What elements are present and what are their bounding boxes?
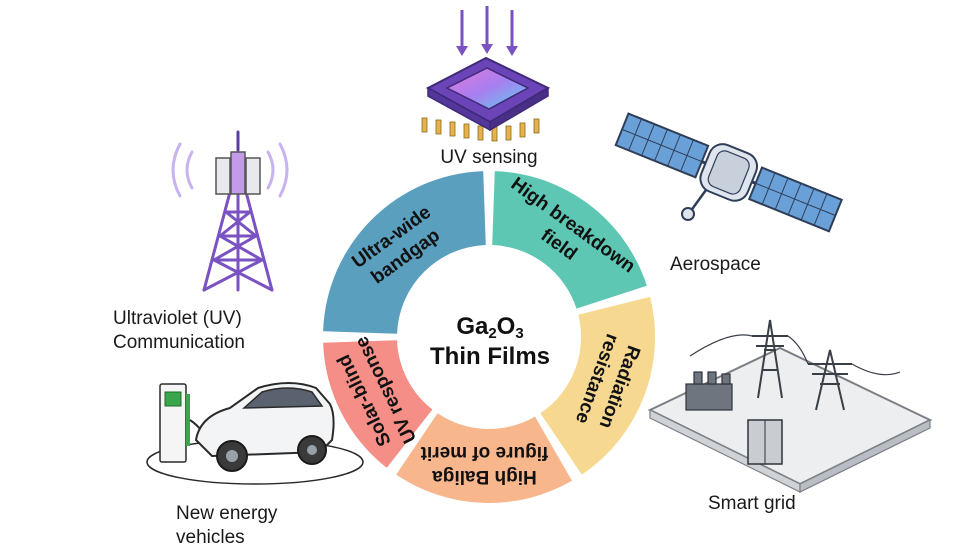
electric-car-icon bbox=[146, 382, 364, 485]
new-energy-vehicles-label-line2: vehicles bbox=[176, 527, 245, 547]
uv-chip-icon bbox=[421, 6, 551, 142]
uv-tower-icon bbox=[171, 130, 289, 292]
formula-mid: O bbox=[496, 313, 516, 340]
uv-sensing-label: UV sensing bbox=[440, 147, 537, 168]
ring-segment-solar-blind-uv-response bbox=[323, 340, 433, 468]
ring-segment-radiation-resistance bbox=[540, 296, 655, 475]
new-energy-vehicles-label-line1: New energy bbox=[176, 503, 278, 524]
formula-sub2: 3 bbox=[515, 325, 524, 342]
smart-grid-label: Smart grid bbox=[708, 493, 796, 514]
smart-grid-icon bbox=[647, 319, 933, 493]
uv-communication-label-line2: Communication bbox=[113, 332, 245, 353]
ring-segment-ultra-wide-bandgap bbox=[323, 171, 486, 334]
center-title: Ga2O3 Thin Films bbox=[395, 312, 585, 372]
ring-label-line: High Baliga bbox=[432, 466, 537, 487]
center-subtitle: Thin Films bbox=[430, 343, 550, 370]
ring-segment-high-baliga-figure-of-merit bbox=[396, 413, 572, 503]
ring-segment-high-breakdown-field bbox=[492, 171, 647, 309]
antenna-panels-icon bbox=[215, 151, 261, 195]
ring-label-line: figure of merit bbox=[420, 442, 548, 463]
aerospace-label: Aerospace bbox=[670, 254, 761, 275]
uv-communication-label-line1: Ultraviolet (UV) bbox=[113, 308, 242, 329]
satellite-icon bbox=[614, 112, 844, 233]
formula-sub1: 2 bbox=[488, 325, 497, 342]
formula: Ga2O3 bbox=[395, 312, 585, 342]
formula-base: Ga bbox=[456, 313, 489, 340]
ring-label-high-baliga-figure-of-merit: High Baliga figure of merit bbox=[420, 442, 548, 487]
